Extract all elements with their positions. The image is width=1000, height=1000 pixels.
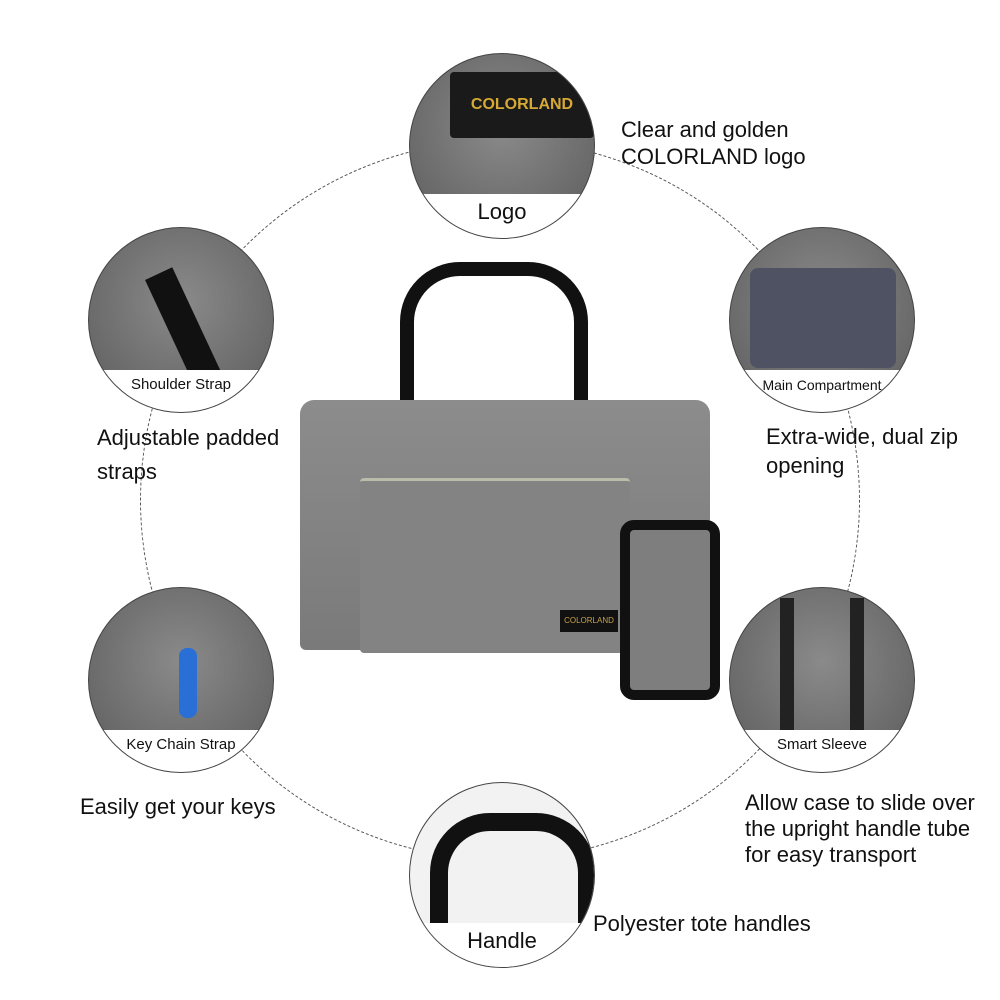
feature-description: Polyester tote handles [593, 911, 811, 936]
bag-logo: COLORLAND [560, 610, 618, 632]
handle-shape [430, 813, 594, 931]
detail-label: Handle [410, 923, 594, 967]
detail-label: Smart Sleeve [730, 730, 914, 772]
detail-logo: COLORLAND Logo [409, 53, 595, 239]
handle-tube [850, 598, 864, 748]
smart-sleeve-strap [620, 520, 720, 700]
feature-description: Allow case to slide over the upright han… [745, 790, 975, 867]
detail-shoulder-strap: Shoulder Strap [88, 227, 274, 413]
feature-description: Extra-wide, dual zip opening [766, 424, 958, 478]
feature-description: Clear and golden COLORLAND logo [621, 117, 806, 169]
key-icon [179, 648, 197, 718]
detail-label: Main Compartment [730, 370, 914, 412]
detail-handle: Handle [409, 782, 595, 968]
detail-label: Key Chain Strap [89, 730, 273, 772]
feature-description: Easily get your keys [80, 794, 276, 819]
feature-description: Adjustable padded straps [97, 425, 280, 484]
detail-label: Shoulder Strap [89, 370, 273, 412]
logo-patch: COLORLAND [450, 72, 594, 138]
detail-main-compartment: Main Compartment [729, 227, 915, 413]
detail-smart-sleeve: Smart Sleeve [729, 587, 915, 773]
detail-key-chain-strap: Key Chain Strap [88, 587, 274, 773]
handle-tube [780, 598, 794, 748]
compartment-interior [750, 268, 896, 368]
detail-label: Logo [410, 194, 594, 238]
